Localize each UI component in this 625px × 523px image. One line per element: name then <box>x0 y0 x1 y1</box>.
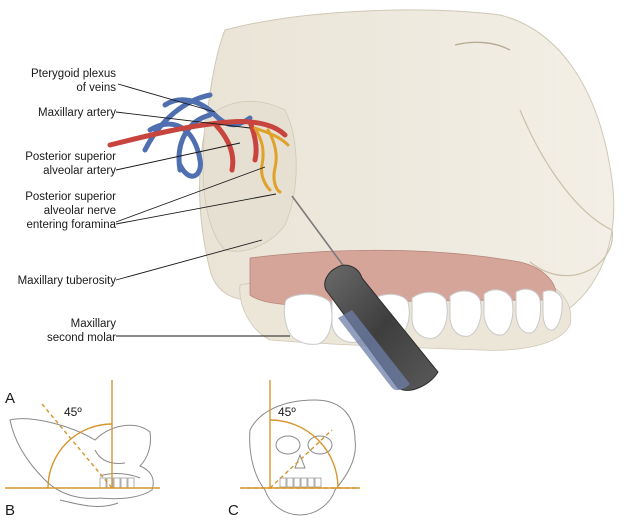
psa-nerves <box>253 126 290 194</box>
label-pterygoid-plexus-2: of veins <box>76 82 116 94</box>
panel-label-b: B <box>5 502 15 519</box>
label-maxillary-artery: Maxillary artery <box>38 107 116 119</box>
label-psa-artery-2: alveolar artery <box>43 165 116 177</box>
maxillary-artery <box>107 119 288 173</box>
label-second-molar: Maxillary <box>71 318 117 330</box>
label-pterygoid-plexus: Pterygoid plexus <box>31 68 116 80</box>
label-second-molar-2: second molar <box>47 332 116 344</box>
maxillary-teeth <box>283 288 563 345</box>
label-psa-nerve: Posterior superior <box>25 191 116 203</box>
anatomy-labels: Pterygoid plexus of veins Maxillary arte… <box>18 68 117 344</box>
panel-label-c: C <box>228 502 239 519</box>
lateral-skull-sketch: 45º <box>5 380 160 507</box>
label-psa-nerve-2: alveolar nerve <box>44 205 116 217</box>
frontal-skull-sketch: 45º <box>240 380 360 516</box>
label-psa-nerve-3: entering foramina <box>27 219 117 231</box>
syringe <box>291 195 439 391</box>
label-psa-artery: Posterior superior <box>25 151 116 163</box>
label-maxillary-tuberosity: Maxillary tuberosity <box>18 275 117 287</box>
angle-label-lateral: 45º <box>64 405 82 419</box>
leader-lines <box>115 83 290 337</box>
panel-label-a: A <box>5 390 15 407</box>
angle-label-frontal: 45º <box>278 405 296 419</box>
